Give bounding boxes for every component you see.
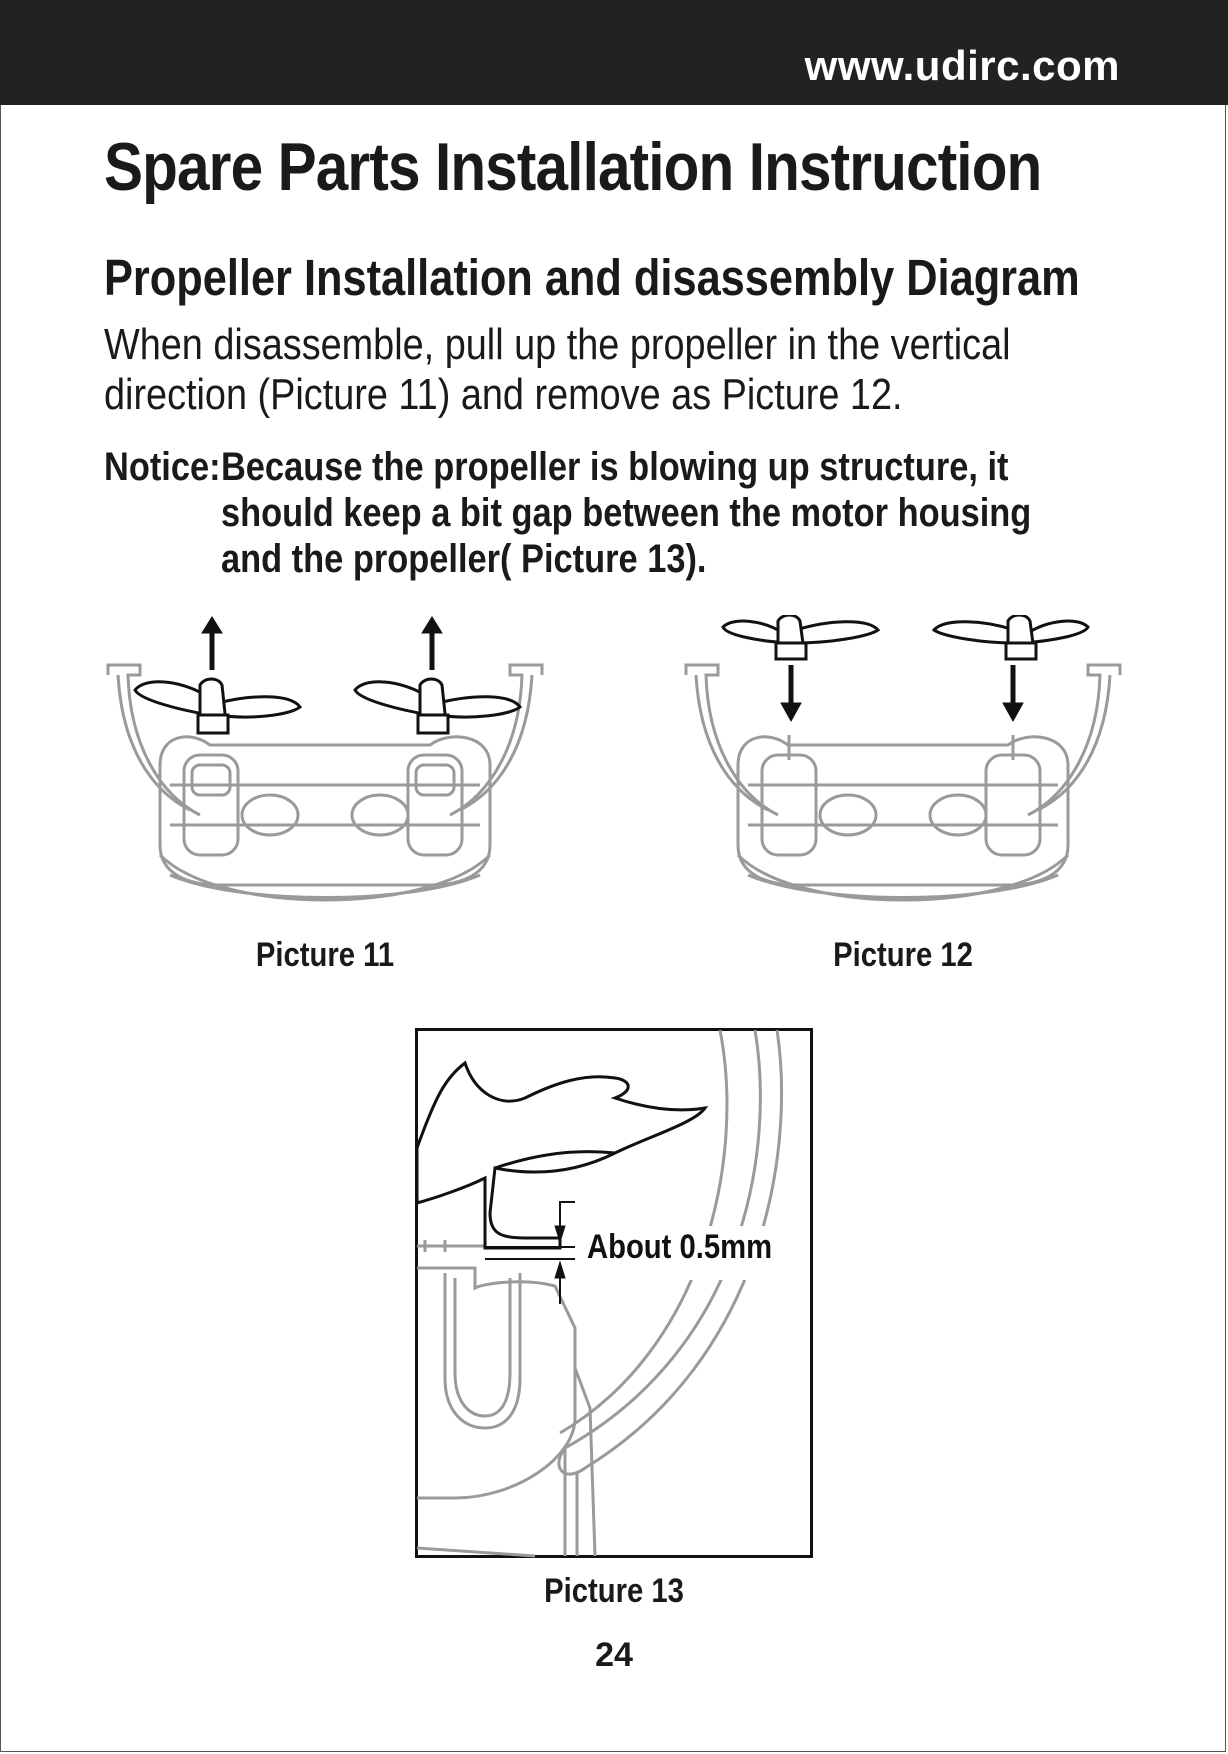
page-number: 24 — [595, 1636, 633, 1674]
arrow-up-icon — [201, 616, 443, 670]
instruction-text: When disassemble, pull up the propeller … — [104, 320, 1011, 419]
arrow-down-icon — [780, 665, 1024, 723]
figure-picture-11 — [106, 616, 544, 902]
site-url[interactable]: www.udirc.com — [804, 42, 1120, 89]
gap-annotation-label: About 0.5mm — [587, 1227, 772, 1266]
header-bar: www.udirc.com — [0, 0, 1228, 105]
caption-picture-12: Picture 12 — [833, 936, 973, 974]
figure-picture-12 — [684, 615, 1122, 902]
caption-picture-11: Picture 11 — [255, 936, 395, 974]
notice-text: Because the propeller is blowing up stru… — [220, 445, 1032, 581]
notice-label: Notice: — [104, 445, 221, 489]
section-title: Propeller Installation and disassembly D… — [104, 249, 1080, 306]
page-title: Spare Parts Installation Instruction — [104, 129, 1042, 205]
caption-picture-13: Picture 13 — [544, 1572, 684, 1610]
figure-picture-13: About 0.5mm — [415, 1028, 813, 1558]
